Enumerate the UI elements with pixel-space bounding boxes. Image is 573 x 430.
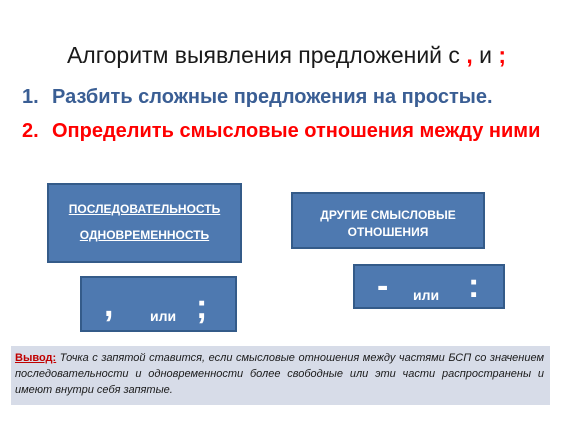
comma-or-semicolon-box: , или ; — [80, 276, 237, 332]
step-1-text: Разбить сложные предложения на простые. — [52, 86, 493, 108]
title-comma: , — [466, 42, 473, 68]
colon-symbol: : — [468, 267, 480, 305]
sequence-simultaneity-box: ПОСЛЕДОВАТЕЛЬНОСТЬ ОДНОВРЕМЕННОСТЬ — [47, 183, 242, 263]
title-semicolon: ; — [498, 42, 507, 68]
algorithm-steps: 1. Разбить сложные предложения на просты… — [22, 84, 562, 144]
conclusion-text: Точка с запятой ставится, если смысловые… — [15, 352, 544, 396]
or-label: или — [150, 308, 177, 324]
or-label: или — [413, 287, 440, 303]
step-1: 1. Разбить сложные предложения на просты… — [22, 84, 562, 110]
dash-or-colon-box: - или : — [353, 264, 505, 309]
dash-symbol: - — [377, 267, 389, 305]
title-text: Алгоритм выявления предложений с — [66, 42, 460, 68]
step-2: 2. Определить смысловые отношения между … — [22, 118, 562, 144]
comma-symbol: , — [104, 286, 114, 324]
other-relations-line2: ОТНОШЕНИЯ — [347, 225, 429, 239]
step-1-number: 1. — [22, 86, 39, 108]
title-and: и — [479, 42, 492, 68]
sequence-label: ПОСЛЕДОВАТЕЛЬНОСТЬ — [68, 202, 221, 216]
simultaneity-label: ОДНОВРЕМЕННОСТЬ — [79, 228, 210, 242]
step-2-number: 2. — [22, 120, 39, 142]
slide-title: Алгоритм выявления предложений с , и ; — [0, 42, 573, 69]
conclusion-label: Вывод: — [15, 352, 57, 364]
step-2-text: Определить смысловые отношения между ним… — [52, 120, 541, 142]
conclusion-box: Вывод: Точка с запятой ставится, если см… — [11, 346, 550, 405]
semicolon-symbol: ; — [196, 288, 208, 326]
other-relations-line1: ДРУГИЕ СМЫСЛОВЫЕ — [320, 208, 456, 222]
other-relations-box: ДРУГИЕ СМЫСЛОВЫЕ ОТНОШЕНИЯ — [291, 192, 485, 249]
